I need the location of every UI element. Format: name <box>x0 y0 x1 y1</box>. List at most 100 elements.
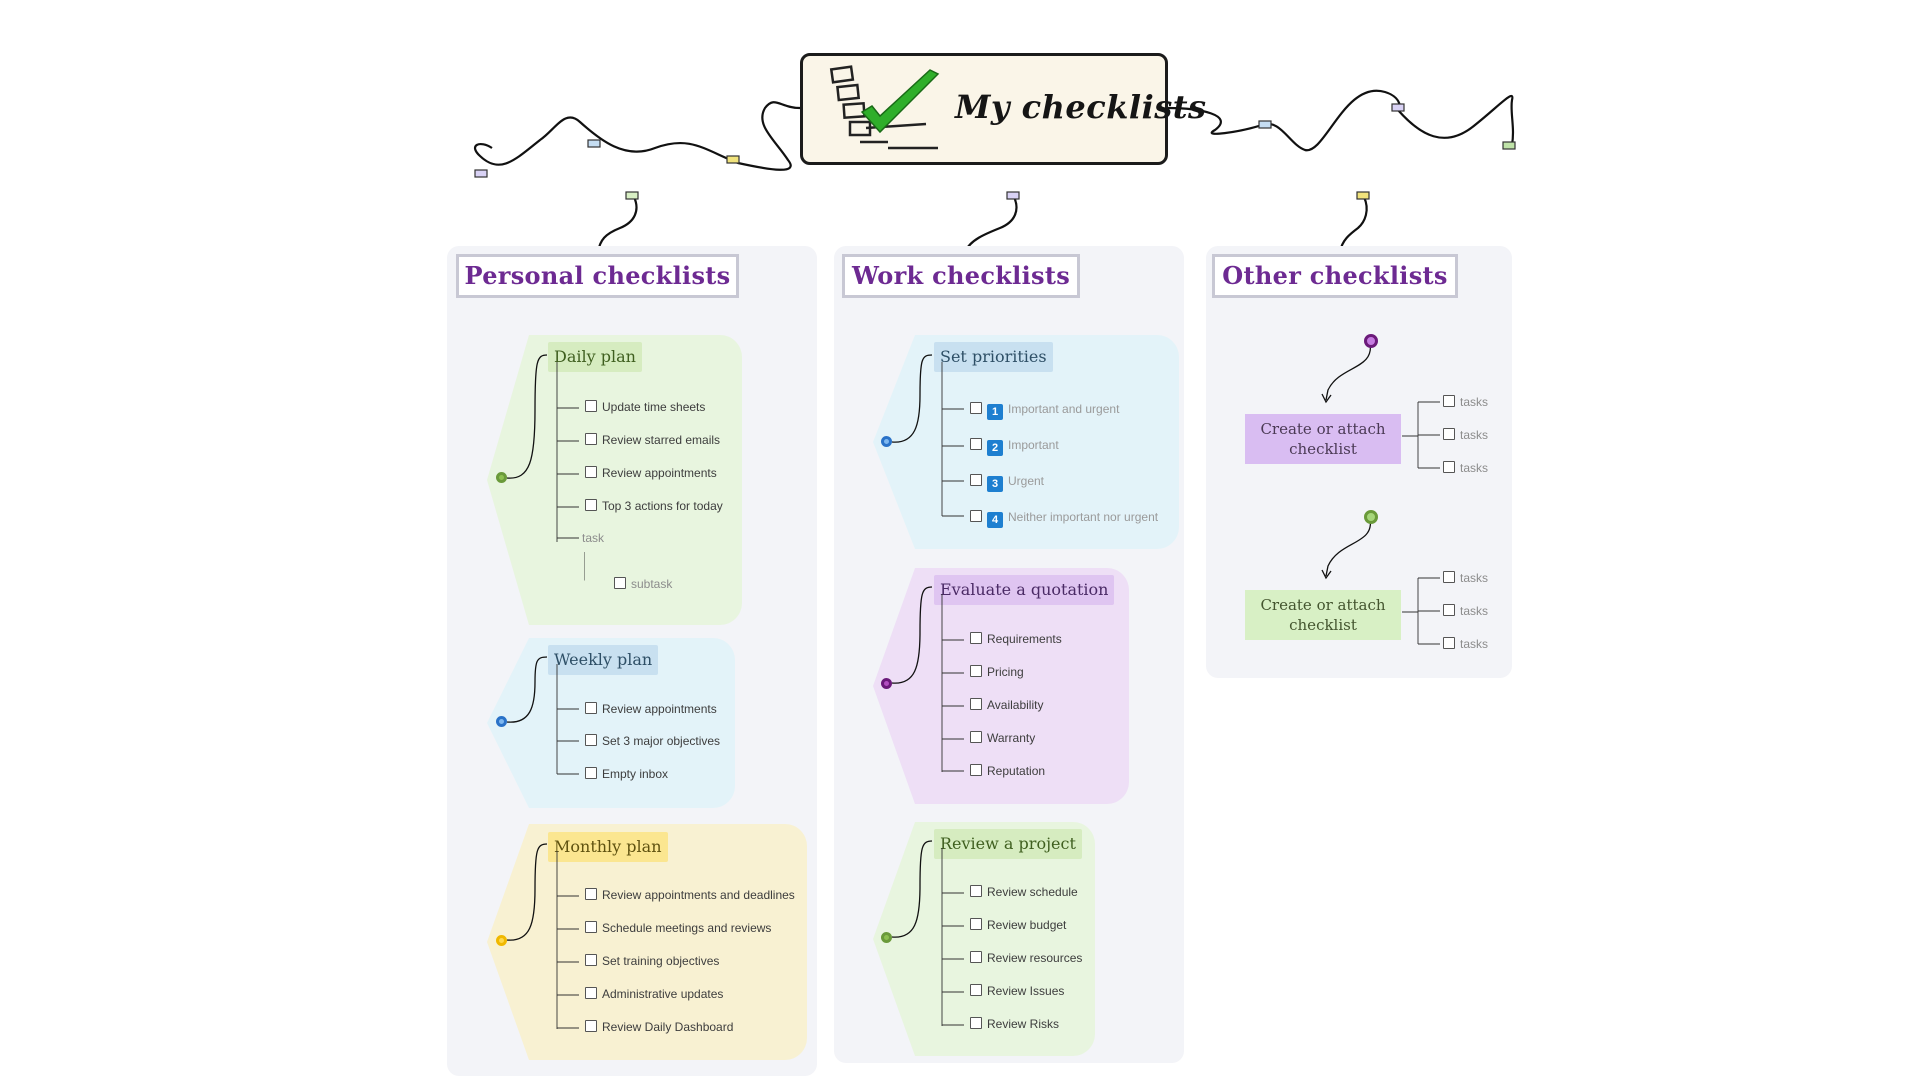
checkbox-icon[interactable] <box>970 632 982 644</box>
task-item[interactable]: tasks <box>1443 635 1488 653</box>
checkbox-icon[interactable] <box>1443 461 1455 473</box>
checklist-icon <box>829 65 940 150</box>
checklist-item[interactable]: Review schedule <box>970 883 1078 901</box>
checkbox-icon[interactable] <box>585 954 597 966</box>
checkbox-icon[interactable] <box>585 499 597 511</box>
checklist-item[interactable]: Review appointments <box>585 464 717 482</box>
monthly-branch-lines <box>506 843 579 1029</box>
column-title-work[interactable]: Work checklists <box>842 254 1080 298</box>
checkbox-icon[interactable] <box>970 474 982 486</box>
group-evaluate-quotation <box>873 568 1129 804</box>
task-item[interactable]: tasks <box>1443 602 1488 620</box>
checklist-item[interactable]: Reputation <box>970 762 1045 780</box>
checkbox-icon[interactable] <box>970 918 982 930</box>
priority-badge: 4 <box>987 512 1003 528</box>
group-review-project <box>873 822 1095 1056</box>
checkbox-icon[interactable] <box>970 731 982 743</box>
collapse-dot-other-1[interactable] <box>1364 334 1378 348</box>
collapse-dot-weekly[interactable] <box>496 716 507 727</box>
group-title-monthly-plan[interactable]: Monthly plan <box>548 832 668 862</box>
checkbox-icon[interactable] <box>1443 571 1455 583</box>
collapse-dot-daily[interactable] <box>496 472 507 483</box>
priority-badge: 3 <box>987 476 1003 492</box>
checkbox-icon[interactable] <box>970 984 982 996</box>
group-title-review-project[interactable]: Review a project <box>934 829 1082 859</box>
group-daily-plan <box>487 335 742 625</box>
column-title-personal[interactable]: Personal checklists <box>456 254 739 298</box>
other-branch-lines <box>1321 341 1440 645</box>
checklist-item[interactable]: Review appointments <box>585 700 717 718</box>
checkbox-icon[interactable] <box>585 987 597 999</box>
weekly-branch-lines <box>506 656 579 775</box>
checkbox-icon[interactable] <box>970 951 982 963</box>
checkbox-icon[interactable] <box>614 577 626 589</box>
task-item[interactable]: task <box>582 531 605 545</box>
collapse-dot-other-2[interactable] <box>1364 510 1378 524</box>
checkbox-icon[interactable] <box>585 921 597 933</box>
project-branch-lines <box>891 840 964 1026</box>
checklist-item[interactable]: Update time sheets <box>585 398 705 416</box>
column-title-other[interactable]: Other checklists <box>1212 254 1458 298</box>
checklist-item[interactable]: Empty inbox <box>585 765 668 783</box>
checklist-item[interactable]: Review Risks <box>970 1015 1059 1033</box>
task-item[interactable]: tasks <box>1443 459 1488 477</box>
checkbox-icon[interactable] <box>970 698 982 710</box>
checkbox-icon[interactable] <box>970 438 982 450</box>
checkbox-icon[interactable] <box>585 433 597 445</box>
checklist-item[interactable]: Review budget <box>970 916 1066 934</box>
node-create-checklist-2[interactable]: Create or attach checklist <box>1245 590 1401 640</box>
checklist-item[interactable]: Review Daily Dashboard <box>585 1018 733 1036</box>
checkbox-icon[interactable] <box>970 885 982 897</box>
collapse-dot-quotation[interactable] <box>881 678 892 689</box>
checklist-item[interactable]: Top 3 actions for today <box>585 497 723 515</box>
checkbox-icon[interactable] <box>585 466 597 478</box>
checkbox-icon[interactable] <box>585 734 597 746</box>
checklist-item[interactable]: Review starred emails <box>585 431 720 449</box>
checkbox-icon[interactable] <box>1443 395 1455 407</box>
collapse-dot-monthly[interactable] <box>496 935 507 946</box>
group-title-evaluate-quotation[interactable]: Evaluate a quotation <box>934 575 1115 605</box>
checkbox-icon[interactable] <box>1443 428 1455 440</box>
checkbox-icon[interactable] <box>585 767 597 779</box>
checkbox-icon[interactable] <box>970 764 982 776</box>
checklist-item[interactable]: Set 3 major objectives <box>585 732 720 750</box>
checklist-item[interactable]: Schedule meetings and reviews <box>585 919 771 937</box>
checklist-item[interactable]: Pricing <box>970 663 1024 681</box>
node-create-checklist-1[interactable]: Create or attach checklist <box>1245 414 1401 464</box>
group-title-weekly-plan[interactable]: Weekly plan <box>548 645 659 675</box>
checklist-item[interactable]: Warranty <box>970 729 1035 747</box>
checkbox-icon[interactable] <box>585 888 597 900</box>
checkbox-icon[interactable] <box>970 402 982 414</box>
task-item[interactable]: tasks <box>1443 569 1488 587</box>
checkbox-icon[interactable] <box>585 702 597 714</box>
subtask-item[interactable]: subtask <box>614 575 672 593</box>
collapse-dot-project[interactable] <box>881 932 892 943</box>
checkbox-icon[interactable] <box>970 510 982 522</box>
checklist-item[interactable]: Set training objectives <box>585 952 719 970</box>
checklist-item[interactable]: Review appointments and deadlines <box>585 886 795 904</box>
checklist-item[interactable]: Review resources <box>970 949 1082 967</box>
checkbox-icon[interactable] <box>585 1020 597 1032</box>
checklist-item[interactable]: Review Issues <box>970 982 1064 1000</box>
group-title-set-priorities[interactable]: Set priorities <box>934 342 1053 372</box>
checkbox-icon[interactable] <box>1443 604 1455 616</box>
checkbox-icon[interactable] <box>970 665 982 677</box>
checkbox-icon[interactable] <box>970 1017 982 1029</box>
priority-badge: 2 <box>987 440 1003 456</box>
quotation-branch-lines <box>891 586 964 772</box>
central-topic[interactable] <box>800 53 1168 165</box>
checkbox-icon[interactable] <box>1443 637 1455 649</box>
task-item[interactable]: tasks <box>1443 426 1488 444</box>
priority-badge: 1 <box>987 404 1003 420</box>
checkbox-icon[interactable] <box>585 400 597 412</box>
collapse-dot-priorities[interactable] <box>881 436 892 447</box>
checklist-item[interactable]: Administrative updates <box>585 985 723 1003</box>
task-item[interactable]: tasks <box>1443 393 1488 411</box>
group-title-daily-plan[interactable]: Daily plan <box>548 342 642 372</box>
checklist-item[interactable]: Requirements <box>970 630 1062 648</box>
checklist-item[interactable]: Availability <box>970 696 1043 714</box>
